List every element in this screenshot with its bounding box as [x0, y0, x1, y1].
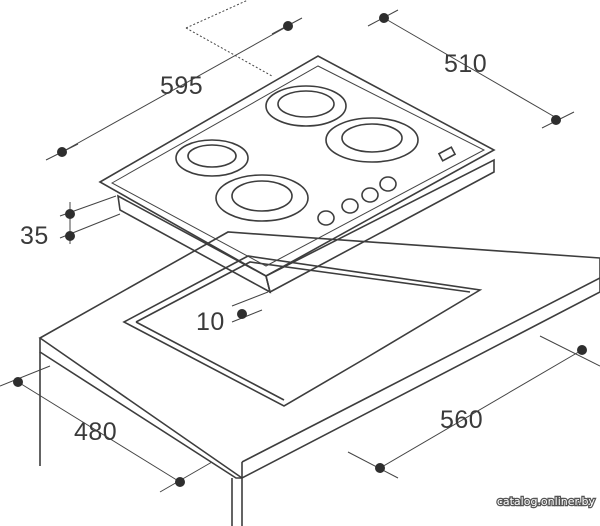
watermark: catalog.onliner.by catalog.onliner.by — [496, 494, 597, 510]
dimension-height: 35 — [20, 222, 49, 250]
burner-back — [265, 85, 347, 127]
svg-text:catalog.onliner.by: catalog.onliner.by — [497, 495, 596, 508]
dimension-gap: 10 — [196, 308, 225, 336]
dimension-lines — [0, 0, 600, 493]
watermark-text: catalog.onliner.by — [497, 495, 596, 508]
burner-left — [175, 139, 249, 177]
burner-front — [215, 174, 309, 222]
countertop — [38, 231, 600, 526]
dimension-cutout-depth: 480 — [74, 418, 117, 446]
ignition-button-icon — [437, 146, 457, 162]
dimension-width-top: 595 — [160, 72, 203, 100]
dimension-depth-top: 510 — [444, 50, 487, 78]
dimension-cutout-width: 560 — [440, 406, 483, 434]
burner-right — [325, 117, 419, 163]
cutout-opening — [122, 255, 483, 407]
hob — [98, 55, 496, 294]
control-knobs — [317, 176, 397, 226]
